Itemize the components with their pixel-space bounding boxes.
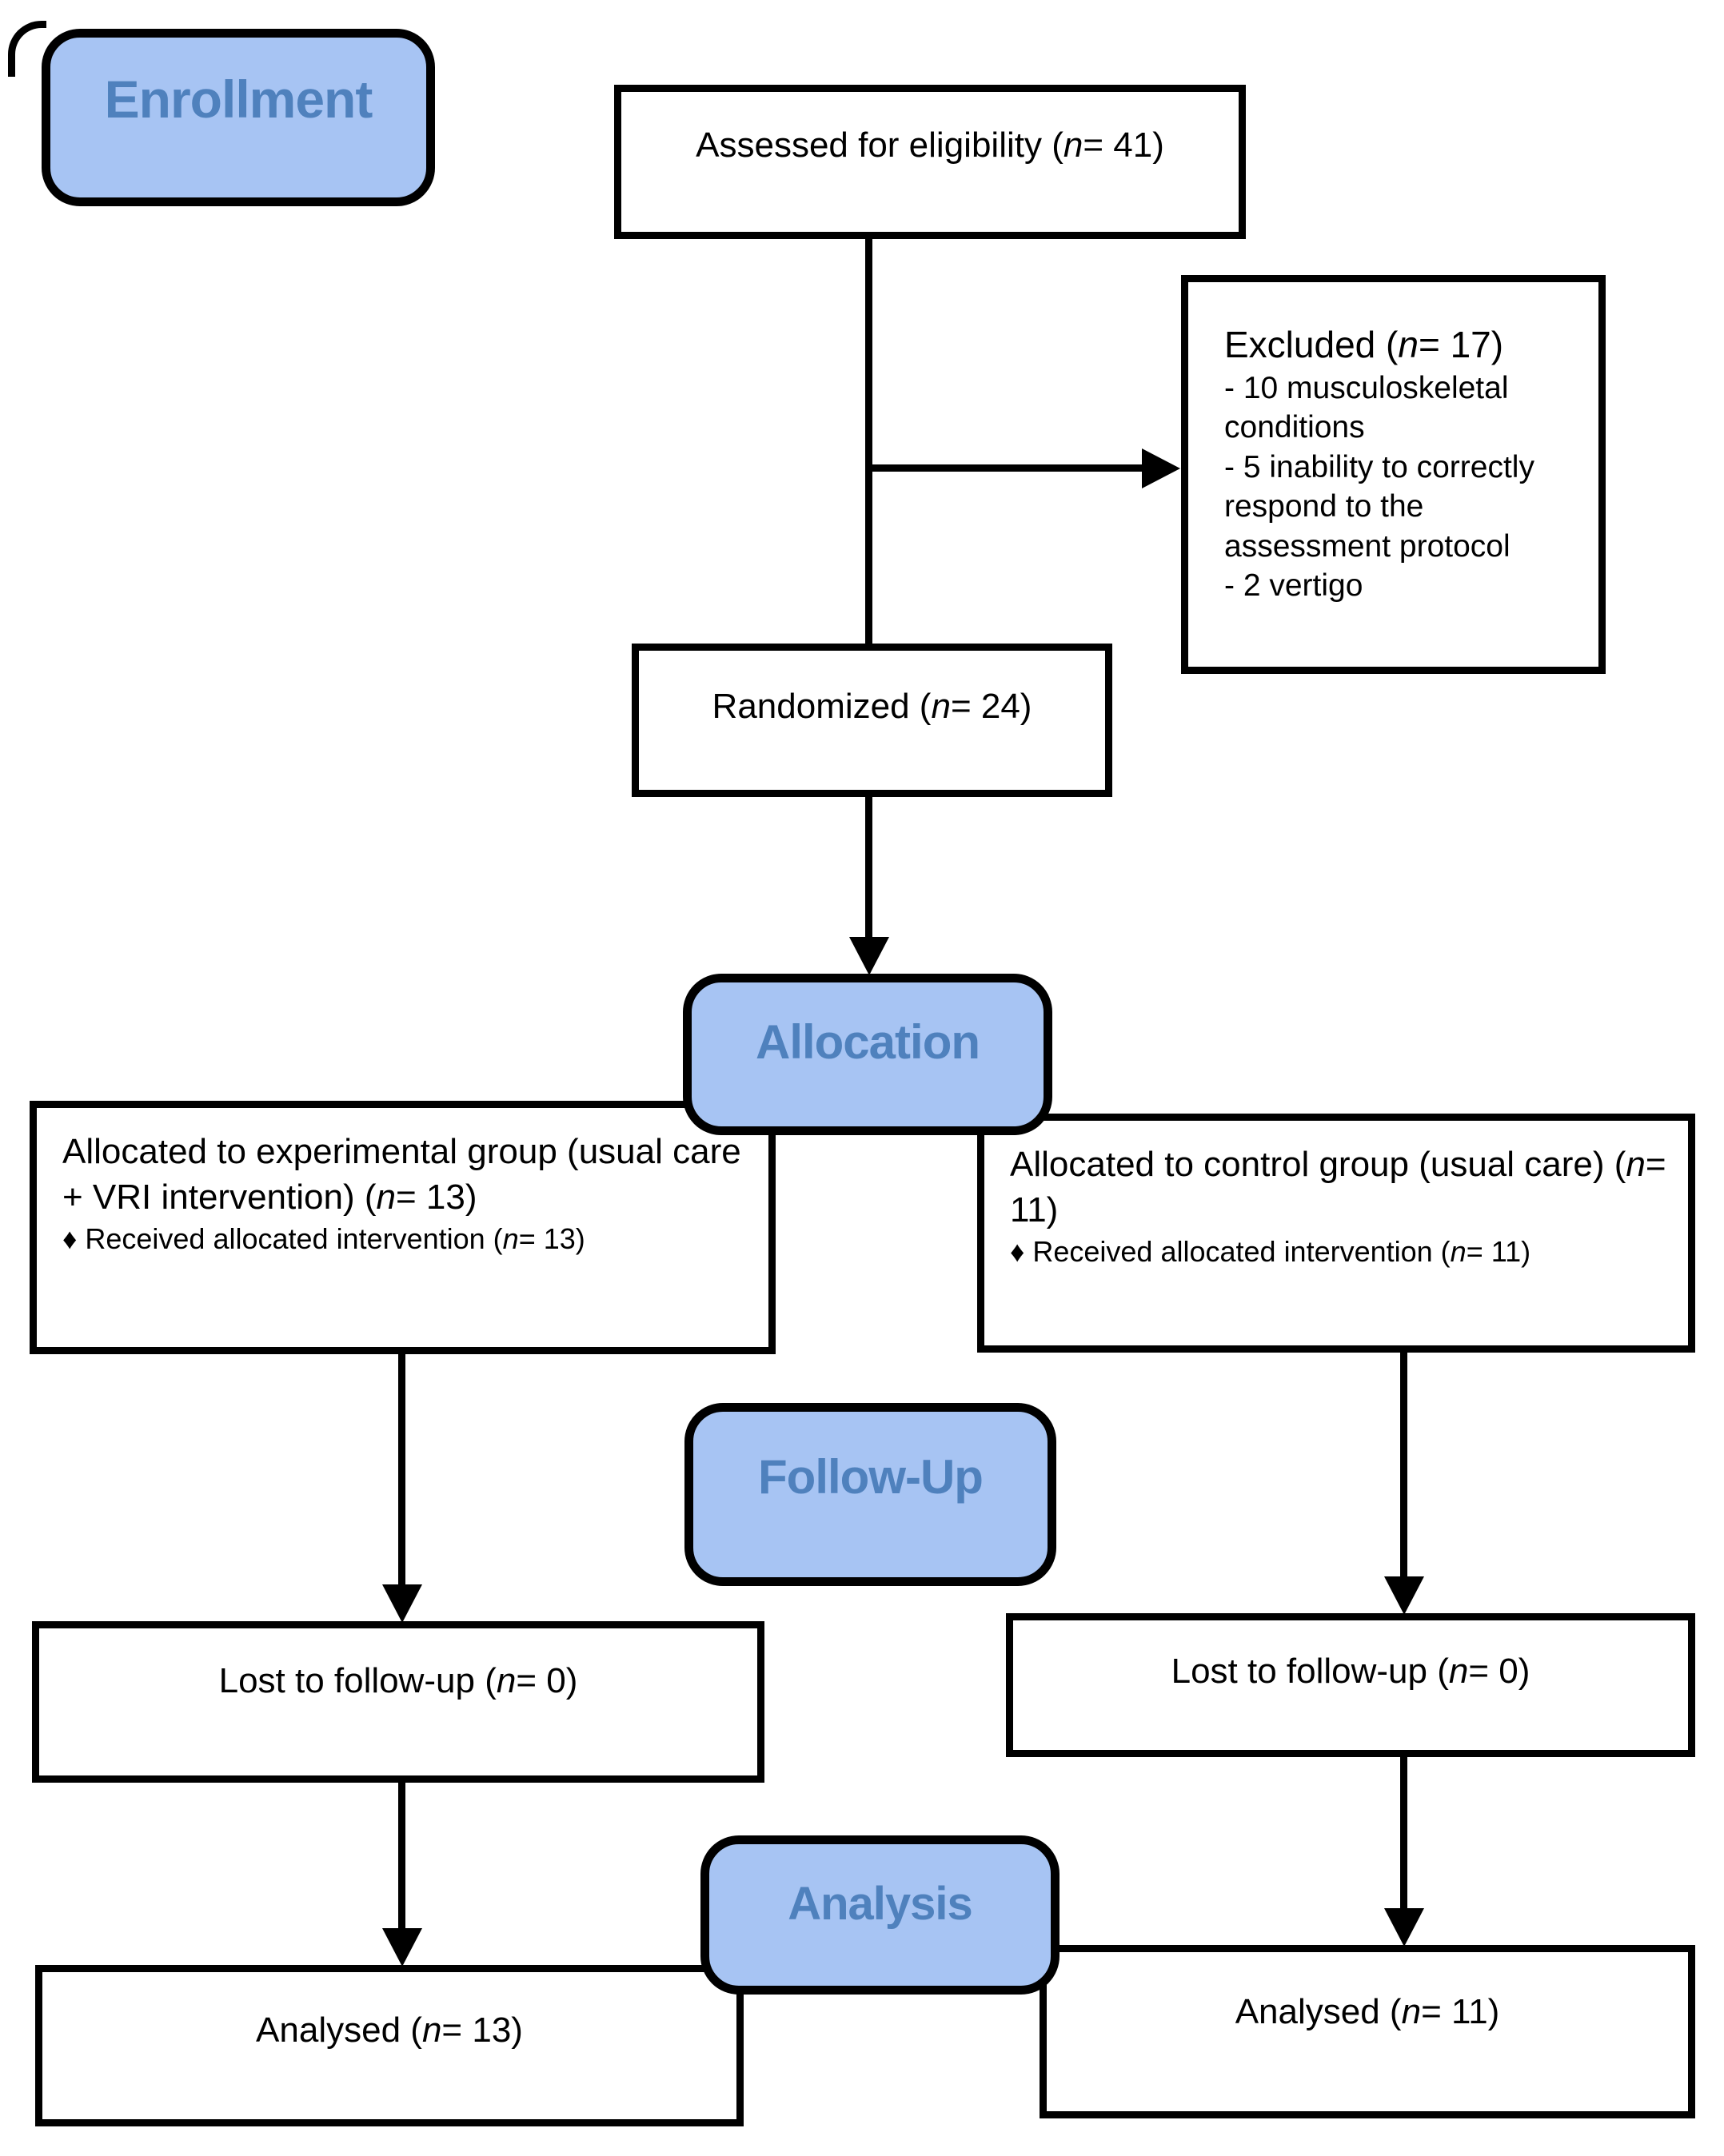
connector-randomized-allocation <box>865 794 872 939</box>
excluded-arrowhead <box>1142 448 1180 488</box>
assessed-text: Assessed for eligibility (n= 41) <box>696 125 1164 165</box>
excluded-item: - 10 musculoskeletal conditions <box>1224 370 1509 445</box>
followup-stage-label: Follow-Up <box>684 1403 1056 1586</box>
experimental-analysed-arrowhead <box>382 1928 422 1967</box>
analysis-stage-label: Analysis <box>700 1835 1060 1995</box>
allocation-stage-text: Allocation <box>755 1014 980 1069</box>
excluded-item: - 5 inability to correctly respond to th… <box>1224 449 1534 564</box>
connector-control-lost <box>1400 1349 1407 1580</box>
randomized-box: Randomized (n= 24) <box>632 644 1112 797</box>
lost-followup-experimental-text: Lost to follow-up (n= 0) <box>218 1661 578 1701</box>
enrollment-stage-label: Enrollment <box>42 29 435 206</box>
connector-assessed-randomized <box>865 237 872 646</box>
lost-followup-experimental-box: Lost to follow-up (n= 0) <box>32 1621 764 1783</box>
followup-stage-text: Follow-Up <box>758 1450 984 1504</box>
allocation-arrowhead <box>849 937 889 975</box>
analysed-control-text: Analysed (n= 11) <box>1235 1991 1500 2031</box>
allocated-control-box: Allocated to control group (usual care) … <box>977 1114 1695 1353</box>
analysed-experimental-box: Analysed (n= 13) <box>35 1965 744 2126</box>
excluded-box: Excluded (n= 17) - 10 musculoskeletal co… <box>1181 275 1606 674</box>
randomized-text: Randomized (n= 24) <box>712 687 1032 727</box>
allocated-control-received-text: ♦ Received allocated intervention (n= 11… <box>1010 1235 1531 1269</box>
connector-excluded <box>868 464 1145 472</box>
analysed-control-box: Analysed (n= 11) <box>1040 1945 1695 2118</box>
analysed-experimental-text: Analysed (n= 13) <box>256 2011 523 2050</box>
connector-experimental-lost <box>398 1351 405 1588</box>
excluded-item: - 2 vertigo <box>1224 568 1363 604</box>
excluded-title: Excluded (n= 17) <box>1224 324 1504 365</box>
allocated-experimental-box: Allocated to experimental group (usual c… <box>30 1101 776 1354</box>
lost-followup-control-box: Lost to follow-up (n= 0) <box>1006 1613 1695 1757</box>
experimental-lost-arrowhead <box>382 1584 422 1623</box>
lost-followup-control-text: Lost to follow-up (n= 0) <box>1171 1652 1530 1692</box>
allocated-control-text: Allocated to control group (usual care) … <box>1010 1145 1666 1230</box>
allocated-experimental-text: Allocated to experimental group (usual c… <box>62 1132 741 1217</box>
allocation-stage-label: Allocation <box>683 974 1052 1135</box>
control-analysed-arrowhead <box>1384 1908 1424 1947</box>
connector-control-analysed <box>1400 1755 1407 1911</box>
allocated-experimental-received-text: ♦ Received allocated intervention (n= 13… <box>62 1222 585 1256</box>
connector-experimental-analysed <box>398 1781 405 1931</box>
assessed-box: Assessed for eligibility (n= 41) <box>614 85 1246 239</box>
enrollment-stage-text: Enrollment <box>104 70 373 129</box>
analysis-stage-text: Analysis <box>788 1878 973 1930</box>
corner-artifact <box>8 21 46 77</box>
control-lost-arrowhead <box>1384 1576 1424 1615</box>
